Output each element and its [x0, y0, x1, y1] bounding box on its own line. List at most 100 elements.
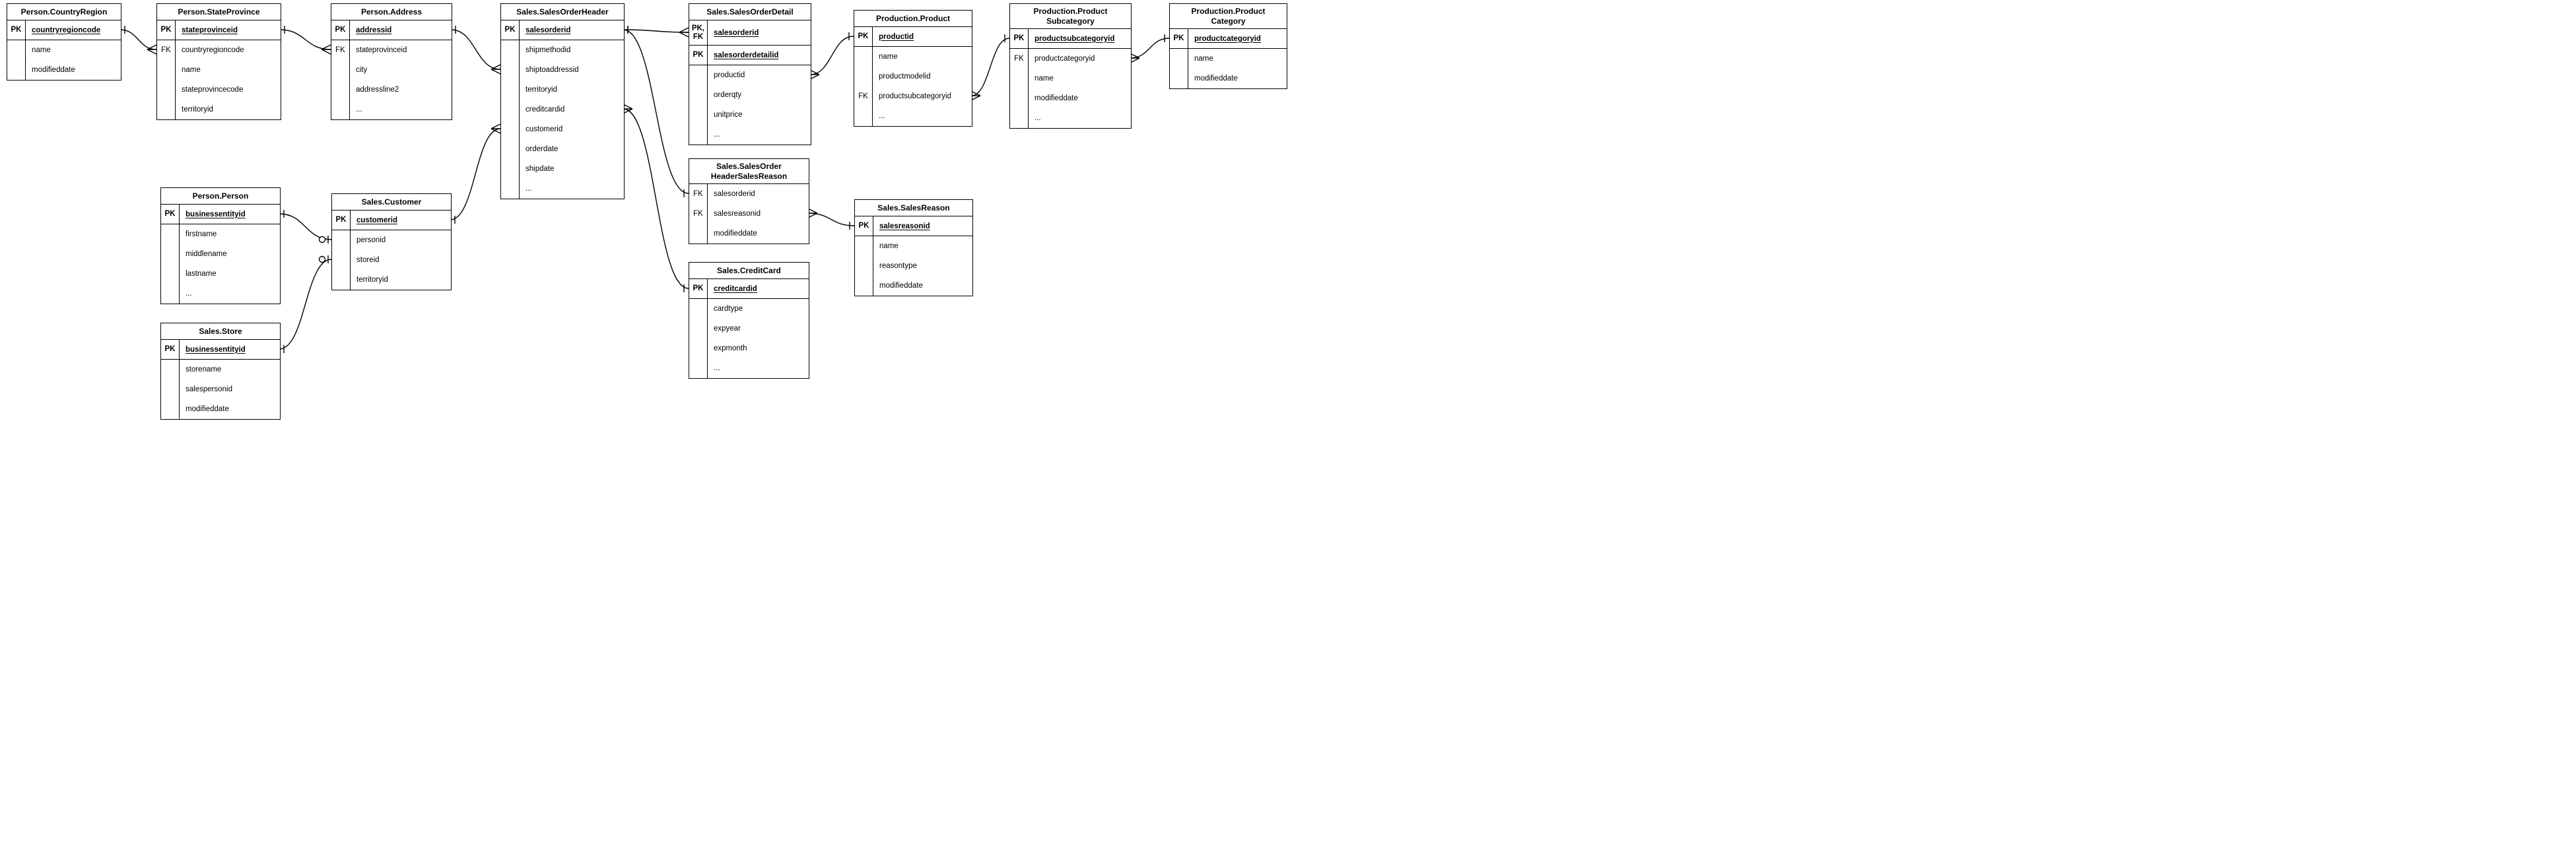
key-label: FK: [693, 209, 703, 218]
field-name: city: [356, 66, 368, 74]
relationship-line: [450, 29, 501, 70]
field-name: productsubcategoryid: [879, 92, 951, 100]
entity-title: Person.CountryRegion: [7, 4, 121, 20]
key-cell: PK: [331, 20, 350, 40]
field-row-productid: productid: [689, 65, 811, 85]
key-cell: FK: [331, 40, 350, 60]
key-label: PK: [335, 26, 346, 34]
crow-foot-many-icon: [1130, 53, 1140, 63]
field-row-firstname: firstname: [161, 224, 280, 244]
crow-foot-many-icon: [321, 44, 331, 55]
field-name-cell: orderqty: [708, 85, 811, 105]
entity-title-line: Person.Person: [192, 191, 249, 201]
field-name: modifieddate: [879, 282, 923, 290]
field-row-expmonth: expmonth: [689, 339, 809, 358]
connector-salesreasonlink-salesreason: [807, 208, 855, 230]
field-name-cell: territoryid: [176, 100, 281, 119]
key-cell: [161, 244, 180, 264]
key-cell: [1010, 108, 1029, 128]
field-row-cardtype: cardtype: [689, 299, 809, 319]
field-name: lastname: [186, 270, 217, 278]
key-cell: [331, 100, 350, 119]
relationship-line: [119, 29, 157, 50]
crow-foot-many-icon: [970, 90, 981, 101]
key-label: PK: [858, 222, 869, 230]
key-cell: [161, 284, 180, 304]
field-name: expmonth: [714, 344, 747, 352]
field-name-cell: productsubcategoryid: [873, 86, 972, 106]
field-name-cell: unitprice: [708, 105, 811, 125]
crow-foot-many-icon: [623, 104, 633, 114]
field-name-cell: ...: [708, 358, 809, 378]
key-cell: [689, 339, 708, 358]
key-cell: [501, 60, 520, 80]
field-name: cardtype: [714, 305, 743, 313]
key-cell: FK: [1010, 49, 1029, 69]
entity-title: Sales.SalesOrderDetail: [689, 4, 811, 20]
field-row-modifieddate: modifieddate: [1170, 69, 1287, 88]
field-name: firstname: [186, 230, 217, 238]
field-name: countryregioncode: [32, 26, 101, 34]
key-cell: [1170, 49, 1188, 69]
field-name: countryregioncode: [182, 46, 244, 54]
field-name: productid: [879, 32, 914, 41]
field-row-shipdate: shipdate: [501, 159, 624, 179]
field-name-cell: productsubcategoryid: [1029, 29, 1131, 48]
field-name: salespersonid: [186, 385, 232, 393]
field-name-cell: name: [176, 60, 281, 80]
field-name-cell: firstname: [180, 224, 280, 244]
relationship-line: [279, 29, 331, 50]
field-name: shiptoaddressid: [525, 66, 579, 74]
entity-title: Person.Address: [331, 4, 452, 20]
field-name-cell: productid: [873, 27, 972, 46]
field-name-cell: name: [873, 236, 972, 256]
connector-productsubcategory-productcategory: [1130, 34, 1170, 63]
field-name-cell: city: [350, 60, 452, 80]
key-cell: PK: [332, 211, 351, 230]
key-cell: FK: [157, 40, 176, 60]
field-name: name: [879, 53, 898, 61]
field-name-cell: territoryid: [520, 80, 624, 100]
key-label: PK,: [691, 24, 705, 32]
field-name: reasontype: [879, 262, 917, 270]
field-row-shipmethodid: shipmethodid: [501, 40, 624, 60]
field-row-orderqty: orderqty: [689, 85, 811, 105]
entity-title-line: Sales.SalesOrderDetail: [706, 7, 794, 16]
entity-title-line: Person.StateProvince: [178, 7, 260, 16]
connector-salesorderheader-salesreasonlink: [623, 26, 689, 197]
field-row-unitprice: unitprice: [689, 105, 811, 125]
field-name-cell: businessentityid: [180, 205, 280, 224]
field-name: modifieddate: [32, 66, 75, 74]
field-name-cell: ...: [180, 284, 280, 304]
field-name: salesreasonid: [714, 210, 761, 218]
key-label: PK: [858, 32, 869, 41]
key-cell: [854, 67, 873, 86]
relationship-line: [809, 36, 854, 75]
field-name: expyear: [714, 325, 741, 333]
field-row-addressline2: addressline2: [331, 80, 452, 100]
field-name-cell: lastname: [180, 264, 280, 284]
key-cell: [689, 358, 708, 378]
field-name: businessentityid: [186, 345, 246, 354]
field-row-storeid: storeid: [332, 250, 451, 270]
key-label: PK: [160, 26, 172, 34]
field-row-: ...: [689, 125, 811, 145]
key-label: PK: [693, 51, 704, 59]
field-name-cell: modifieddate: [873, 276, 972, 296]
field-row-productid: PK productid: [854, 27, 972, 47]
field-name: customerid: [356, 216, 397, 224]
key-cell: [689, 85, 708, 105]
field-name-cell: ...: [873, 106, 972, 126]
field-row-name: name: [855, 236, 972, 256]
field-row-salesreasonid: FK salesreasonid: [689, 204, 809, 224]
